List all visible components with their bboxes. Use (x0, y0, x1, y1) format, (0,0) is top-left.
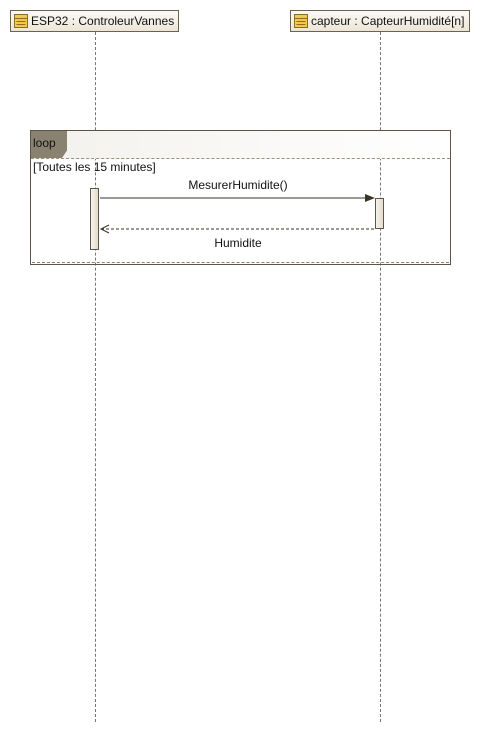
message-label-call: MesurerHumidite() (188, 178, 288, 192)
message-label-reply: Humidite (214, 236, 262, 250)
fragment-operator-label: loop (33, 136, 56, 150)
fragment-guard: [Toutes les 15 minutes] (33, 160, 156, 174)
lifeline-header-capteur[interactable]: capteur : CapteurHumidité[n] (290, 10, 470, 32)
loop-fragment[interactable]: loop [Toutes les 15 minutes] (30, 130, 451, 265)
lifeline-label: capteur : CapteurHumidité[n] (311, 14, 465, 28)
activation-esp32[interactable] (90, 188, 99, 250)
call-arrow-mesurer-humidite[interactable] (100, 194, 375, 202)
reply-arrow-humidite[interactable] (99, 224, 375, 234)
lifeline-capteur[interactable] (380, 32, 381, 722)
fragment-header (31, 131, 450, 159)
fragment-operator: loop (31, 131, 67, 158)
activation-capteur[interactable] (375, 198, 384, 229)
lifeline-esp32[interactable] (95, 32, 96, 722)
lifeline-label: ESP32 : ControleurVannes (31, 14, 175, 28)
class-icon (294, 14, 308, 28)
lifeline-header-esp32[interactable]: ESP32 : ControleurVannes (10, 10, 179, 32)
class-icon (14, 14, 28, 28)
